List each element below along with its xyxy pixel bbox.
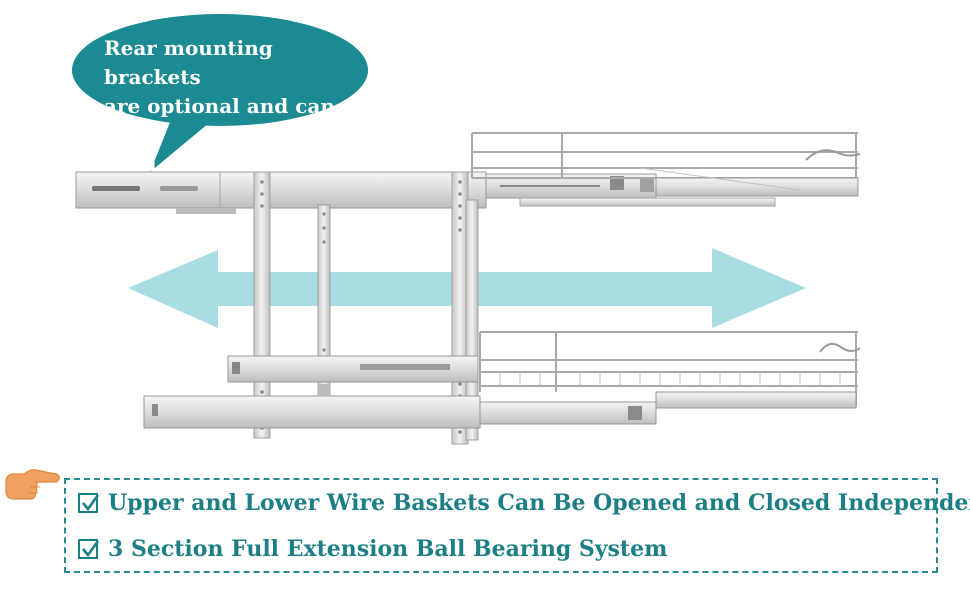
feature-label: Upper and Lower Wire Baskets Can Be Open… [108,490,970,516]
feature-label: 3 Section Full Extension Ball Bearing Sy… [108,536,668,562]
feature-item: Upper and Lower Wire Baskets Can Be Open… [78,490,970,516]
callout-line: Rear mounting brackets [104,36,273,89]
speech-bubble [72,14,368,172]
callout-text: Rear mounting brackets are optional and … [104,34,354,179]
callout-line: are optional and can be [104,94,335,147]
lower-wire-basket [479,331,861,409]
lower-drawer-slide [143,355,657,429]
rear-mounting-bracket [75,171,487,214]
callout-line: used or not [104,152,232,176]
check-box-icon [78,493,100,513]
features-panel: Upper and Lower Wire Baskets Can Be Open… [64,478,970,573]
upper-wire-basket [471,132,861,197]
check-box-icon [78,539,100,559]
pointing-hand-icon [5,469,60,500]
feature-item: 3 Section Full Extension Ball Bearing Sy… [78,536,667,562]
